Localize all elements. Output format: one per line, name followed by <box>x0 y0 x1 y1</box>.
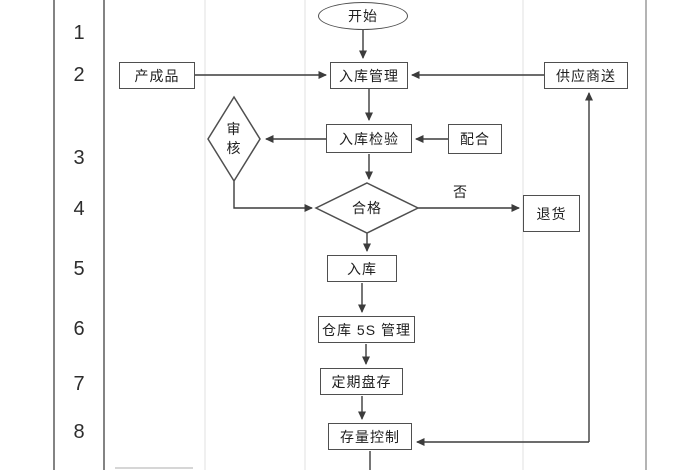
node-inbound: 入库 <box>327 255 397 282</box>
node-return-goods: 退货 <box>523 195 580 232</box>
node-finished-goods: 产成品 <box>119 62 195 89</box>
decision-diamonds <box>207 95 420 234</box>
node-periodic-inventory: 定期盘存 <box>320 368 403 395</box>
row-number-2: 2 <box>73 64 85 86</box>
row-number-5: 5 <box>73 258 85 280</box>
row-number-3: 3 <box>73 147 85 169</box>
row-number-7: 7 <box>73 373 85 395</box>
row-number-4: 4 <box>73 198 85 220</box>
row-number-1: 1 <box>73 22 85 44</box>
row-number-6: 6 <box>73 318 85 340</box>
row-number-8: 8 <box>73 421 85 443</box>
node-inbound-management: 入库管理 <box>330 62 408 89</box>
node-review-diamond <box>207 95 261 183</box>
edge-review-to-qualified <box>233 181 313 212</box>
node-inbound-inspection: 入库检验 <box>326 124 412 153</box>
node-supplier-delivery: 供应商送 <box>544 62 628 89</box>
node-stock-control: 存量控制 <box>328 423 412 450</box>
node-cooperate: 配合 <box>448 124 502 154</box>
flow-connectors <box>195 30 593 470</box>
node-warehouse-5s: 仓库 5S 管理 <box>318 316 415 343</box>
edge-label-no: 否 <box>453 184 467 200</box>
lane-separator-lines <box>53 0 647 470</box>
node-start: 开始 <box>318 2 408 30</box>
node-qualified-diamond <box>314 182 420 234</box>
